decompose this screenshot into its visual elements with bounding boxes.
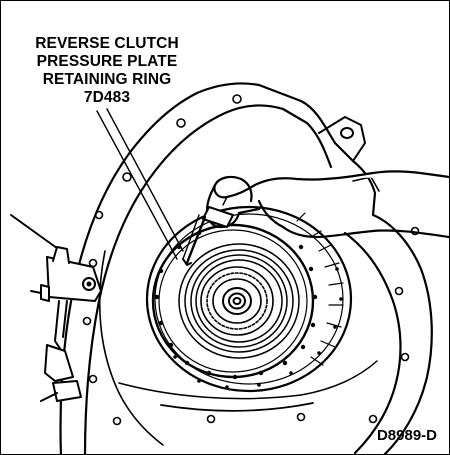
drum-splines [296, 212, 344, 366]
callout-line-1: REVERSE CLUTCH [35, 35, 179, 52]
flange-bolt-holes [82, 94, 420, 426]
pressure-plate-lugs [154, 230, 343, 389]
transmission-case [59, 82, 433, 454]
technician-hand [205, 170, 449, 239]
input-shaft [222, 287, 252, 315]
callout-line-2: PRESSURE PLATE [36, 53, 178, 70]
splined-hub [200, 266, 274, 336]
callout-part-number: 7D483 [83, 89, 131, 106]
part-callout-label: REVERSE CLUTCH PRESSURE PLATE RETAINING … [17, 35, 197, 107]
callout-leader [96, 108, 184, 260]
clutch-pack [178, 243, 300, 359]
figure-code: D8989-D [376, 427, 437, 444]
clutch-drum-outer [145, 205, 353, 393]
left-linkage-bracket [10, 214, 102, 402]
callout-line-3: RETAINING RING [42, 71, 172, 88]
screwdriver [182, 206, 234, 266]
